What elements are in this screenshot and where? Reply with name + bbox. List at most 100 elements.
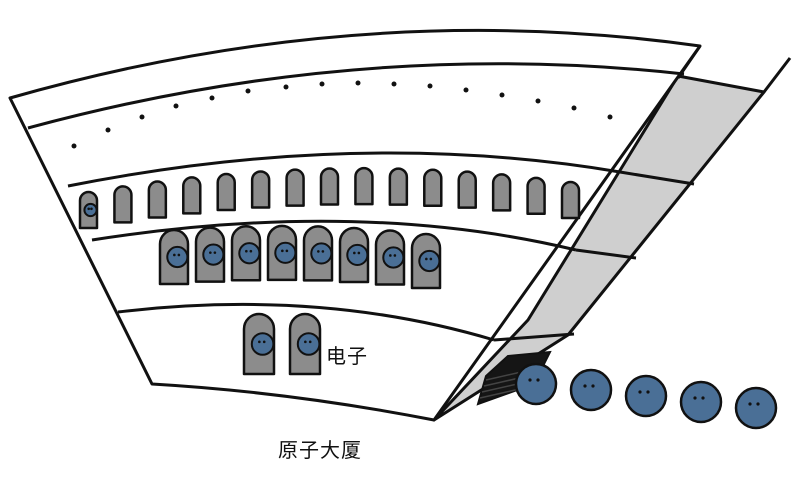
dot: [427, 83, 433, 89]
window: [113, 185, 133, 224]
window-arch: [182, 176, 202, 215]
side-wall-band: [619, 170, 695, 186]
electron-eye: [87, 207, 91, 211]
electron-eye: [591, 384, 595, 388]
electron: [624, 374, 668, 418]
electron: [166, 245, 189, 269]
electron: [274, 241, 297, 264]
electron: [250, 332, 275, 356]
window-arch: [491, 173, 512, 212]
window: [338, 226, 370, 284]
ground-floor-windows: [242, 312, 322, 376]
window-arch: [285, 168, 305, 207]
window: [560, 180, 581, 220]
window: [374, 229, 406, 286]
dot: [71, 143, 77, 149]
electron-eye: [245, 249, 248, 253]
dot: [607, 114, 613, 120]
floor-divider: [91, 219, 577, 252]
window-arch: [147, 180, 168, 219]
electron-eye: [425, 257, 428, 261]
window: [230, 225, 262, 282]
electron: [296, 332, 321, 356]
window: [216, 172, 236, 212]
windows: [78, 166, 581, 376]
window: [288, 312, 322, 376]
electron: [346, 243, 369, 267]
electron-eye: [209, 251, 212, 254]
side-wall-band: [575, 248, 637, 260]
electron: [514, 362, 558, 406]
electron-queue: [514, 362, 778, 430]
window-arch: [354, 166, 374, 206]
dot: [499, 92, 505, 98]
window: [388, 167, 409, 206]
window: [182, 176, 202, 215]
electron: [83, 202, 98, 218]
third-floor-windows: [78, 166, 581, 230]
window: [423, 168, 443, 208]
queued-electron: [569, 368, 613, 412]
electron-eye: [693, 396, 697, 400]
electron-eye: [748, 402, 752, 406]
electron-eye: [353, 251, 356, 255]
electron: [238, 242, 261, 265]
window: [285, 168, 305, 207]
window-arch: [388, 167, 409, 206]
electron: [418, 249, 441, 273]
dot: [535, 98, 541, 104]
floor-divider: [117, 302, 495, 342]
building-front-facade: [8, 28, 702, 422]
floor-divider: [27, 62, 685, 130]
window-arch: [457, 170, 477, 209]
window-arch: [216, 172, 236, 212]
window: [410, 232, 442, 290]
window: [78, 190, 99, 230]
queued-electron: [679, 380, 723, 424]
electron-eye: [638, 390, 642, 394]
electron-eye: [389, 254, 392, 257]
window: [302, 225, 334, 282]
electron-label: 电子: [326, 344, 368, 368]
electron-eye: [308, 340, 312, 344]
window: [457, 170, 477, 209]
electron-eye: [317, 250, 320, 253]
side-wall-band: [493, 332, 575, 342]
second-floor-windows: [158, 224, 442, 290]
electron-eye: [536, 378, 540, 382]
dot: [463, 87, 469, 93]
window: [158, 228, 190, 286]
electron-eye: [646, 390, 650, 394]
electron: [310, 242, 333, 265]
window-arch: [250, 170, 271, 209]
window-arch: [423, 168, 443, 208]
electron: [569, 368, 613, 412]
dot: [319, 81, 325, 87]
window: [242, 312, 276, 376]
floor-divider: [67, 151, 621, 188]
electron-eye: [285, 249, 289, 253]
window: [194, 226, 226, 283]
dot: [355, 80, 361, 86]
window-arch: [319, 167, 340, 206]
dot: [245, 88, 251, 94]
dot: [173, 103, 179, 109]
electron-eye: [249, 249, 253, 253]
building-label: 原子大厦: [278, 438, 362, 462]
dot: [139, 114, 145, 120]
electron-eye: [258, 340, 261, 344]
dot: [571, 105, 577, 111]
electron-eye: [304, 340, 307, 344]
window: [526, 176, 546, 216]
electron: [734, 386, 778, 430]
electron-eye: [321, 250, 325, 253]
dot: [283, 84, 289, 90]
electron-eye: [357, 251, 361, 255]
electron: [202, 243, 225, 266]
floor-dividers: [27, 62, 685, 342]
window: [491, 173, 512, 212]
window: [250, 170, 271, 209]
top-floor-dots: [71, 80, 613, 149]
electron: [679, 380, 723, 424]
electron: [382, 246, 405, 269]
